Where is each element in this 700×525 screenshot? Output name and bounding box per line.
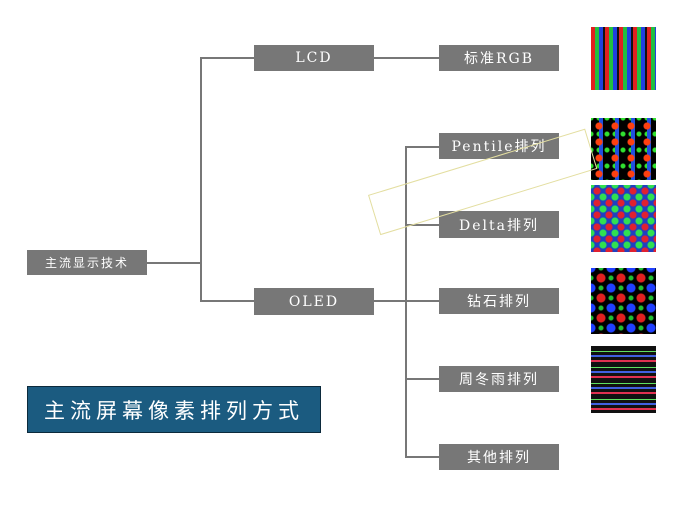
connector <box>374 57 439 59</box>
lcd-node: LCD <box>254 45 374 71</box>
connector <box>405 146 439 148</box>
delta-pixels-image <box>591 185 656 252</box>
other-node: 其他排列 <box>439 444 559 470</box>
delta-node: Delta排列 <box>439 211 559 238</box>
pentile-node: Pentile排列 <box>439 133 559 159</box>
rgb-node: 标准RGB <box>439 45 559 71</box>
zhoudongyu-pixels-image <box>591 346 656 413</box>
connector <box>374 300 407 302</box>
connector <box>405 224 439 226</box>
page-title: 主流屏幕像素排列方式 <box>27 386 321 433</box>
rgb-stripe-pixels-image <box>591 27 656 90</box>
connector <box>405 146 407 458</box>
pentile-pixels-image <box>591 118 656 180</box>
root-node: 主流显示技术 <box>27 250 147 275</box>
diamond-pixels-image <box>591 268 656 334</box>
connector <box>405 456 439 458</box>
connector <box>405 300 439 302</box>
connector <box>200 57 254 59</box>
connector <box>405 378 439 380</box>
diamond-node: 钻石排列 <box>439 288 559 314</box>
zhoudongyu-node: 周冬雨排列 <box>439 366 559 392</box>
connector <box>200 300 254 302</box>
connector <box>200 58 202 302</box>
connector <box>147 262 202 264</box>
oled-node: OLED <box>254 288 374 315</box>
